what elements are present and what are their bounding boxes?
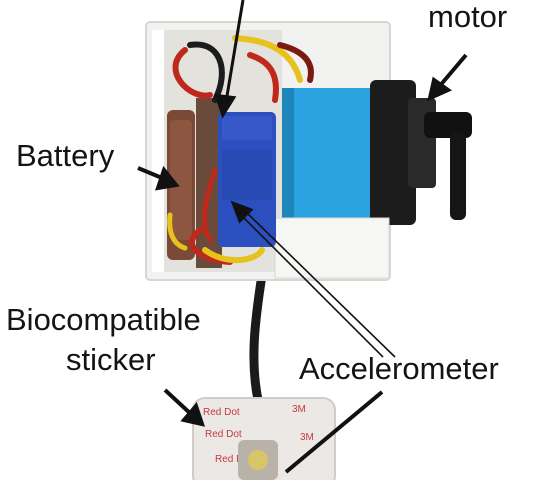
biocompatible-sticker-label-line1: Biocompatible — [6, 302, 201, 337]
biocompatible-sticker-label-line2: sticker — [66, 342, 156, 377]
servo-head — [370, 80, 472, 225]
motor-body — [282, 88, 382, 218]
svg-text:Red Dot: Red Dot — [205, 429, 242, 440]
battery-label: Battery — [16, 138, 115, 173]
svg-text:3M: 3M — [300, 432, 314, 443]
svg-text:Red Dot: Red Dot — [215, 454, 252, 465]
biocompatible-sticker: Red Dot 3M Red Dot 3M Red Dot — [192, 397, 336, 485]
svg-text:3M: 3M — [292, 404, 306, 415]
wires — [167, 35, 314, 265]
svg-text:Red Dot: Red Dot — [203, 407, 240, 418]
accelerometer-label: Accelerometer — [299, 351, 499, 386]
enclosure-plate — [274, 217, 390, 279]
accelerometer — [218, 112, 276, 247]
motor-label: motor — [428, 0, 508, 34]
annotation-arrows — [137, 0, 468, 474]
